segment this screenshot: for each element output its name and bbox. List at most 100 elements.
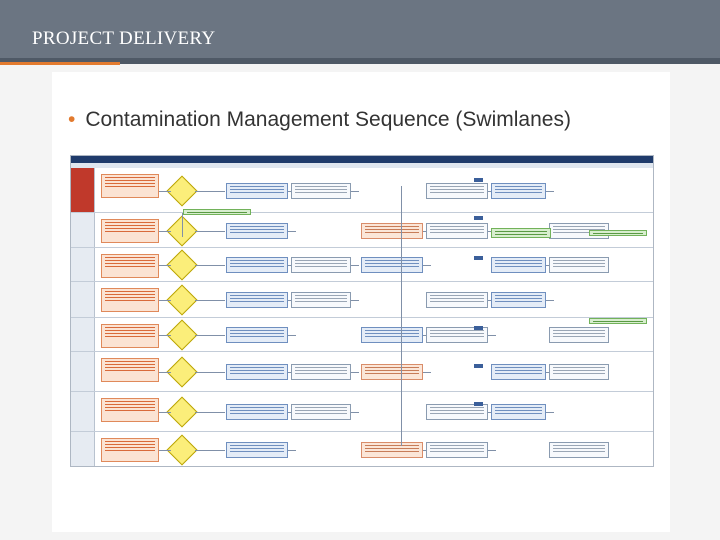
note-box (183, 209, 251, 215)
connector-line (546, 300, 554, 301)
process-box (291, 182, 351, 199)
process-box (226, 292, 288, 308)
connector-line (182, 213, 183, 237)
bullet-item: • Contamination Management Sequence (Swim… (68, 108, 571, 132)
connector-line (351, 372, 359, 373)
connector-line (288, 230, 296, 232)
connector-line (195, 412, 225, 413)
process-box (361, 327, 423, 343)
swimlane (71, 213, 653, 248)
swimlane (71, 352, 653, 392)
flag-tag (474, 216, 483, 220)
process-box (426, 327, 488, 343)
swimlane-label (71, 213, 95, 247)
process-box (491, 364, 546, 380)
process-box (101, 398, 159, 422)
process-box (101, 174, 159, 198)
connector-line (159, 372, 171, 373)
process-box (226, 257, 288, 273)
note-box (491, 228, 551, 238)
slide-header (0, 0, 720, 62)
swimlane-label (71, 352, 95, 391)
swimlane (71, 282, 653, 318)
process-box (549, 364, 609, 380)
diagram-header-bar (71, 156, 653, 163)
swimlane (71, 248, 653, 282)
swimlane-label (71, 282, 95, 317)
connector-line (288, 335, 296, 336)
flag-tag (474, 326, 483, 330)
process-box (491, 404, 546, 420)
process-box (101, 254, 159, 278)
header-accent-bar (0, 62, 120, 65)
connector-line (195, 190, 225, 192)
flag-tag (474, 178, 483, 182)
swimlane (71, 168, 653, 213)
connector-line (351, 265, 359, 266)
process-box (549, 327, 609, 343)
connector-line (546, 190, 554, 192)
swimlane-label (71, 248, 95, 281)
process-box (491, 257, 546, 273)
connector-line (159, 300, 171, 301)
connector-line (159, 190, 171, 192)
flag-tag (474, 256, 483, 260)
connector-line (195, 335, 225, 336)
process-box (226, 327, 288, 343)
connector-line (195, 265, 225, 266)
process-box (226, 442, 288, 458)
process-box (426, 182, 488, 199)
process-box (549, 257, 609, 273)
connector-line (159, 265, 171, 266)
bullet-text: Contamination Management Sequence (Swiml… (85, 108, 571, 131)
connector-line (423, 265, 431, 266)
process-box (101, 438, 159, 462)
process-box (226, 364, 288, 380)
orange-dot-icon: • (68, 108, 76, 131)
process-box (101, 219, 159, 243)
process-box (426, 442, 488, 458)
process-box (549, 442, 609, 458)
process-box (101, 324, 159, 348)
process-box (226, 182, 288, 199)
connector-line (195, 300, 225, 301)
process-box (101, 288, 159, 312)
process-box (426, 404, 488, 420)
connector-line (195, 230, 225, 232)
connector-line (423, 372, 431, 373)
process-box (361, 257, 423, 273)
process-box (426, 292, 488, 308)
process-box (101, 358, 159, 382)
process-box (226, 404, 288, 420)
swimlane-diagram-image (70, 155, 654, 467)
swimlane (71, 392, 653, 432)
process-box (291, 257, 351, 273)
connector-line (159, 412, 171, 413)
flag-tag (474, 402, 483, 406)
flag-tag (474, 364, 483, 368)
header-stripe (0, 58, 720, 64)
process-box (361, 442, 423, 458)
swimlane-label (71, 168, 95, 212)
connector-line (195, 372, 225, 373)
connector-line (546, 412, 554, 413)
connector-line (159, 230, 171, 232)
slide-title: PROJECT DELIVERY (32, 28, 216, 49)
swimlane-label (71, 432, 95, 466)
swimlane (71, 432, 653, 466)
connector-line (351, 190, 359, 192)
process-box (226, 222, 288, 239)
connector-line (488, 450, 496, 451)
process-box (426, 222, 488, 239)
process-box (291, 364, 351, 380)
swimlane (71, 318, 653, 352)
swimlane-label (71, 318, 95, 351)
note-box (589, 318, 647, 324)
connector-line (288, 450, 296, 451)
process-box (491, 292, 546, 308)
process-box (361, 222, 423, 239)
connector-line (195, 450, 225, 451)
process-box (361, 364, 423, 380)
process-box (291, 404, 351, 420)
connector-line (351, 300, 359, 301)
